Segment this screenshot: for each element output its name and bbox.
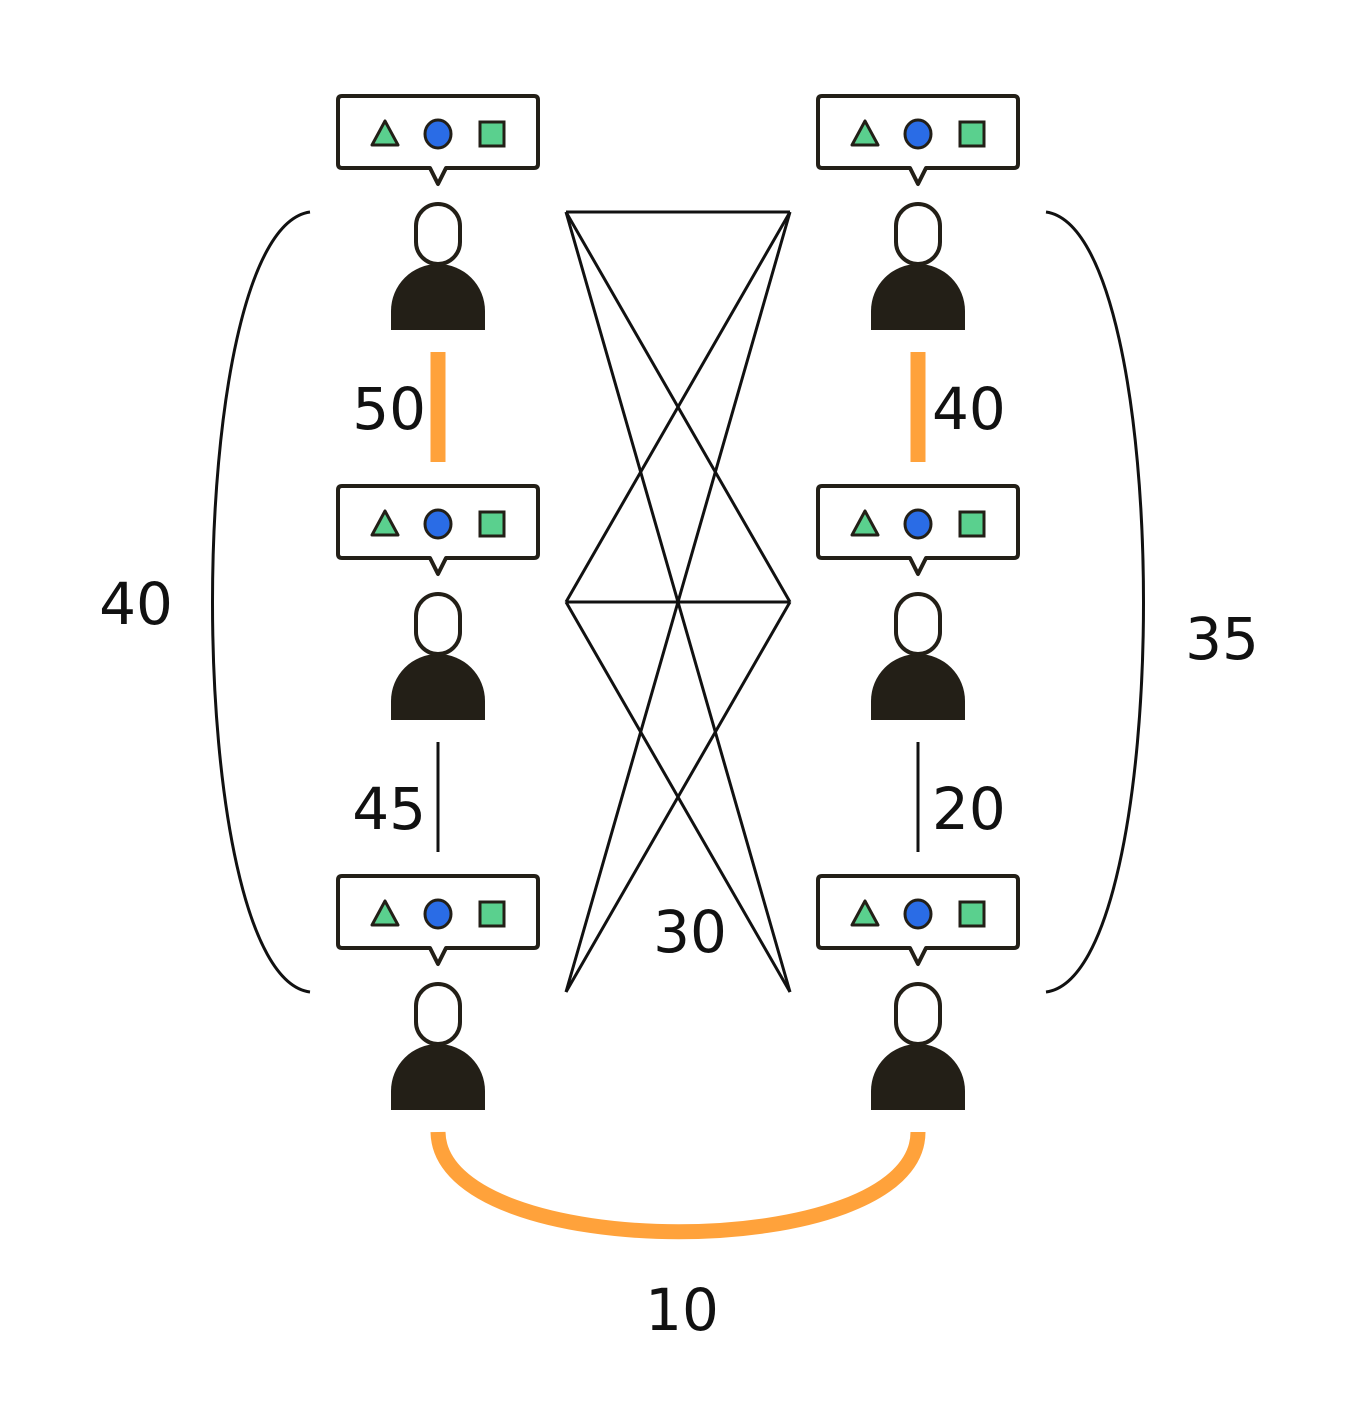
right-group-bracket (1045, 210, 1145, 994)
person-node (336, 94, 540, 330)
cross-links (564, 210, 792, 993)
square-icon (958, 510, 986, 538)
cross-line (564, 211, 792, 993)
label-bottom-link: 10 (645, 1276, 719, 1344)
circle-icon (903, 118, 933, 150)
square-icon (478, 120, 506, 148)
circle-icon (423, 118, 453, 150)
person-head-icon (414, 982, 462, 1046)
person-head-icon (414, 592, 462, 656)
bottom-link (430, 1131, 926, 1240)
person-head-icon (414, 202, 462, 266)
circle-icon (903, 898, 933, 930)
label-right-top-link: 40 (932, 375, 1006, 443)
square-icon (958, 120, 986, 148)
triangle-icon (370, 119, 400, 147)
label-left-bottom-link: 45 (352, 775, 426, 843)
label-cross-links: 30 (653, 898, 727, 966)
person-node (816, 94, 1020, 330)
left-group-bracket (211, 210, 311, 994)
person-head-icon (894, 202, 942, 266)
label-right-bottom-link: 20 (932, 775, 1006, 843)
triangle-icon (370, 899, 400, 927)
label-left-top-link: 50 (352, 375, 426, 443)
label-left-group: 40 (99, 570, 173, 638)
nodes (336, 94, 1020, 1110)
triangle-icon (850, 509, 880, 537)
square-icon (478, 900, 506, 928)
person-body-icon (391, 654, 485, 720)
person-node (816, 874, 1020, 1110)
cross-line (564, 601, 792, 993)
person-head-icon (894, 982, 942, 1046)
person-body-icon (871, 264, 965, 330)
person-node (816, 484, 1020, 720)
person-head-icon (894, 592, 942, 656)
person-node (336, 484, 540, 720)
triangle-icon (850, 119, 880, 147)
cross-line (564, 211, 792, 603)
person-body-icon (391, 264, 485, 330)
person-body-icon (871, 654, 965, 720)
person-body-icon (871, 1044, 965, 1110)
person-node (336, 874, 540, 1110)
person-body-icon (391, 1044, 485, 1110)
triangle-icon (850, 899, 880, 927)
circle-icon (423, 508, 453, 540)
triangle-icon (370, 509, 400, 537)
circle-icon (423, 898, 453, 930)
label-right-group: 35 (1185, 605, 1259, 673)
circle-icon (903, 508, 933, 540)
square-icon (958, 900, 986, 928)
square-icon (478, 510, 506, 538)
